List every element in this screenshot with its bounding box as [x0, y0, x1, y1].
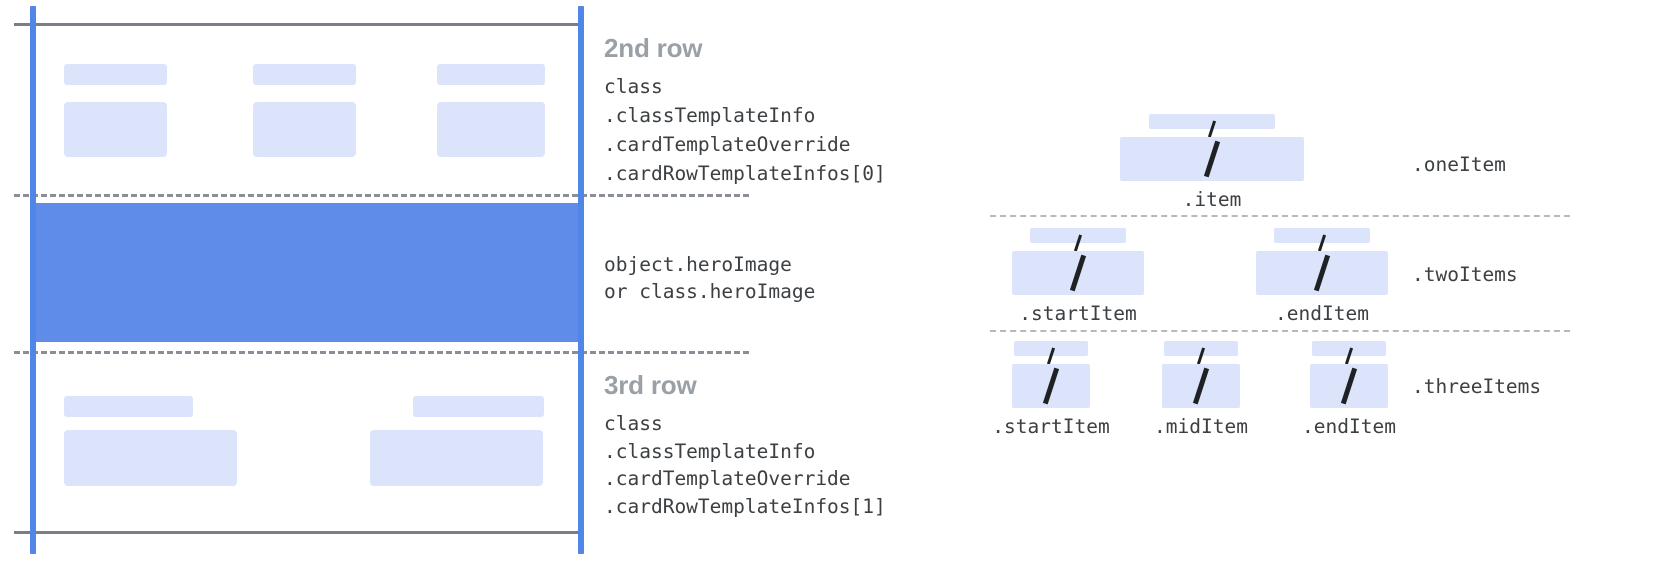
- item-label: .startItem: [1019, 302, 1137, 325]
- right-edge-guide: [578, 6, 584, 554]
- item-secondary-bar: [1274, 228, 1370, 252]
- slash-glyph: [1344, 347, 1354, 365]
- card-top-border: [14, 23, 584, 26]
- item-secondary-bar: [1014, 341, 1088, 365]
- placeholder-value-box: [253, 102, 356, 157]
- slash-glyph: [1203, 140, 1221, 178]
- third-row-code-line-3: .cardTemplateOverride: [604, 467, 851, 490]
- slot-three-items-start: .startItem: [992, 341, 1110, 438]
- group-label-two-items: .twoItems: [1412, 263, 1518, 286]
- item-primary-bar: [1256, 251, 1388, 295]
- slot-three-items-mid: .midItem: [1154, 341, 1248, 438]
- item-label: .midItem: [1154, 415, 1248, 438]
- slot-one-item: .item: [1120, 114, 1304, 211]
- second-row-code-line-1: class: [604, 75, 663, 98]
- second-row-code-line-3: .cardTemplateOverride: [604, 133, 851, 156]
- third-row-code-line-4: .cardRowTemplateInfos[1]: [604, 495, 886, 518]
- item-secondary-bar: [1149, 114, 1275, 138]
- placeholder-label-bar: [437, 64, 545, 85]
- slot-two-items-end: .endItem: [1256, 228, 1388, 325]
- hero-image-code-line-2: or class.heroImage: [604, 280, 816, 303]
- placeholder-label-bar: [64, 396, 193, 417]
- item-primary-bar: [1310, 364, 1388, 408]
- slash-glyph: [1207, 120, 1217, 138]
- third-row-code-line-2: .classTemplateInfo: [604, 440, 816, 463]
- slash-glyph: [1192, 367, 1210, 405]
- slash-glyph: [1340, 367, 1358, 405]
- second-row-code-line-4: .cardRowTemplateInfos[0]: [604, 162, 886, 185]
- hero-bottom-divider: [14, 351, 749, 354]
- slot-three-items-end: .endItem: [1302, 341, 1396, 438]
- slash-glyph: [1069, 254, 1087, 292]
- second-row-code-line-2: .classTemplateInfo: [604, 104, 816, 127]
- third-row-code-line-1: class: [604, 412, 663, 435]
- card-template-diagram: [0, 0, 749, 584]
- slash-glyph: [1196, 347, 1206, 365]
- second-row-title: 2nd row: [604, 33, 703, 63]
- placeholder-value-box: [370, 430, 543, 486]
- item-layout-diagram: .item .oneItem .startItem .endItem .twoI…: [960, 0, 1676, 584]
- placeholder-value-box: [64, 102, 167, 157]
- hero-image-code-line-1: object.heroImage: [604, 253, 792, 276]
- hero-top-divider: [14, 194, 749, 197]
- item-secondary-bar: [1164, 341, 1238, 365]
- left-edge-guide: [30, 6, 36, 554]
- slash-glyph: [1046, 347, 1056, 365]
- group-label-one-item: .oneItem: [1412, 153, 1506, 176]
- hero-image-band: [34, 203, 584, 342]
- slash-glyph: [1313, 254, 1331, 292]
- item-primary-bar: [1012, 364, 1090, 408]
- item-label: .item: [1182, 188, 1242, 211]
- item-primary-bar: [1012, 251, 1144, 295]
- group-label-three-items: .threeItems: [1412, 375, 1542, 398]
- item-label: .startItem: [992, 415, 1110, 438]
- slot-two-items-start: .startItem: [1012, 228, 1144, 325]
- group-separator: [990, 215, 1570, 217]
- item-primary-bar: [1120, 137, 1304, 181]
- item-label: .endItem: [1275, 302, 1369, 325]
- item-primary-bar: [1162, 364, 1240, 408]
- item-secondary-bar: [1312, 341, 1386, 365]
- card-bottom-border: [14, 531, 584, 534]
- item-label: .endItem: [1302, 415, 1396, 438]
- slash-glyph: [1073, 234, 1083, 252]
- placeholder-label-bar: [64, 64, 167, 85]
- third-row-title: 3rd row: [604, 370, 697, 400]
- placeholder-label-bar: [413, 396, 544, 417]
- placeholder-value-box: [64, 430, 237, 486]
- slash-glyph: [1317, 234, 1327, 252]
- placeholder-label-bar: [253, 64, 356, 85]
- item-secondary-bar: [1030, 228, 1126, 252]
- placeholder-value-box: [437, 102, 545, 157]
- slash-glyph: [1042, 367, 1060, 405]
- group-separator: [990, 330, 1570, 332]
